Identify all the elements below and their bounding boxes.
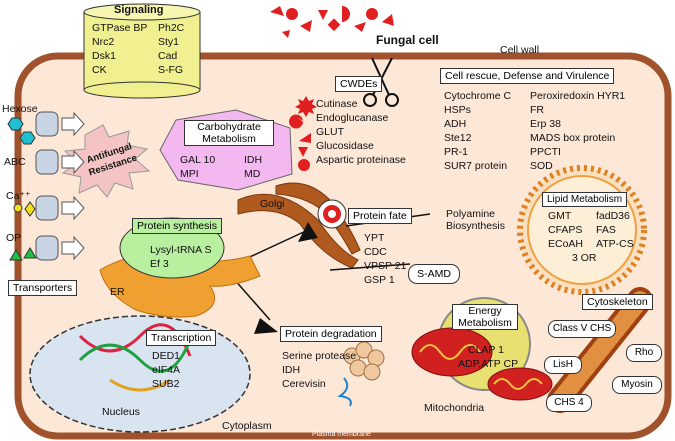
transcription-item: DED1 <box>152 350 181 362</box>
cytoskeleton-item: Rho <box>626 344 662 362</box>
cwde-item: Aspartic proteinase <box>316 154 406 166</box>
carb-title: Carbohydrate <box>197 121 261 133</box>
lipid-item: CFAPS <box>548 224 583 236</box>
energy-title: Energy <box>468 305 502 317</box>
nucleus-label: Nucleus <box>102 406 140 418</box>
energy-title: Metabolism <box>458 317 512 329</box>
lipid-item: ECoAH <box>548 238 584 250</box>
signaling-title: Signaling <box>114 4 164 16</box>
signaling-cylinder <box>83 3 201 99</box>
carb-item: IDH <box>244 154 263 166</box>
protein-fate-item: YPT <box>364 232 385 244</box>
energy-item: ADP,ATP CP <box>458 358 519 370</box>
energy-title-box: Energy Metabolism <box>452 304 518 330</box>
protein-deg-item: IDH <box>282 364 301 376</box>
er-label: ER <box>110 286 125 298</box>
protein-synthesis-title: Protein synthesis <box>132 218 222 234</box>
peptide-chain <box>337 377 352 407</box>
lipid-item: fadD36 <box>596 210 630 222</box>
protein-synthesis-item: Lysyl-tRNA S <box>150 244 212 256</box>
protein-deg-item: Cerevisin <box>282 378 326 390</box>
lipid-item: GMT <box>548 210 572 222</box>
signaling-item: GTPase BP <box>92 22 148 34</box>
proteasome-icon <box>343 341 385 381</box>
transporters-title: Transporters <box>8 280 78 296</box>
rescue-item: MADS box protein <box>530 132 616 144</box>
golgi-label: Golgi <box>260 198 285 210</box>
cytoplasm-label: Cytoplasm <box>222 420 272 432</box>
rescue-item: SUR7 protein <box>444 160 508 172</box>
transcription-item: eIF4A <box>152 364 181 376</box>
protein-fate-item: GSP 1 <box>364 274 395 286</box>
signaling-item: Cad <box>158 50 178 62</box>
lipid-item: ATP-CS <box>596 238 634 250</box>
rescue-item: PR-1 <box>444 146 468 158</box>
signaling-item: Ph2C <box>158 22 185 34</box>
cytoskeleton-item: Class V CHS <box>548 320 616 338</box>
transcription-item: SUB2 <box>152 378 180 390</box>
cwdes-title: CWDEs <box>335 76 383 92</box>
cwde-item: GLUT <box>316 126 345 138</box>
nucleus-ellipse <box>29 315 251 433</box>
mitochondria-label: Mitochondria <box>424 402 485 414</box>
cwde-icons <box>289 96 317 171</box>
rescue-item: Cytochrome C <box>444 90 512 102</box>
cwde-item: Glucosidase <box>316 140 374 152</box>
lipid-item: FAS <box>596 224 616 236</box>
rescue-item: FR <box>530 104 544 116</box>
carb-item: MD <box>244 168 261 180</box>
polyamine-label: Biosynthesis <box>446 220 505 232</box>
samd-label: S-AMD <box>408 264 460 284</box>
rescue-item: ADH <box>444 118 467 130</box>
transcription-title: Transcription <box>146 330 217 346</box>
cytoskeleton-item: Myosin <box>612 376 662 394</box>
transporters-icons <box>35 111 85 261</box>
signaling-item: S-FG <box>158 64 184 76</box>
cwde-item: Endoglucanase <box>316 112 389 124</box>
rescue-item: HSPs <box>444 104 471 116</box>
mitochondria-shape <box>411 327 553 401</box>
carb-item: GAL 10 <box>180 154 216 166</box>
protein-synthesis-item: Ef 3 <box>150 258 169 270</box>
polyamine-label: Polyamine <box>446 208 496 220</box>
signaling-item: Dsk1 <box>92 50 116 62</box>
page-title: Fungal cell <box>376 33 439 47</box>
rescue-item: Ste12 <box>444 132 472 144</box>
arrow-head-degradation <box>254 318 278 334</box>
arrow-head-fate <box>298 222 318 242</box>
carb-title: Metabolism <box>202 133 256 145</box>
rescue-item: SOD <box>530 160 553 172</box>
protein-fate-title: Protein fate <box>348 208 412 224</box>
transporter-label: ABC <box>4 156 26 168</box>
rescue-item: PPCTI <box>530 146 561 158</box>
carb-title-box: Carbohydrate Metabolism <box>184 120 274 146</box>
protein-deg-title: Protein degradation <box>280 326 382 342</box>
lipid-title: Lipid Metabolism <box>542 192 628 207</box>
transporter-label: OP <box>6 232 22 244</box>
cwde-item: Cutinase <box>316 98 358 110</box>
rescue-title: Cell rescue, Defense and Virulence <box>440 68 615 84</box>
cytoskeleton-item: LisH <box>544 356 582 374</box>
rescue-item: Peroxiredoxin HYR1 <box>530 90 626 102</box>
signaling-item: Nrc2 <box>92 36 115 48</box>
carb-item: MPI <box>180 168 199 180</box>
cell-wall-fragments <box>270 6 394 38</box>
protein-fate-item: CDC <box>364 246 387 258</box>
transporter-label: Ca⁺⁺ <box>6 190 31 202</box>
signaling-item: CK <box>92 64 107 76</box>
protein-deg-item: Serine protease <box>282 350 357 362</box>
cell-wall-label: Cell wall <box>500 44 540 56</box>
cytoskeleton-title: Cytoskeleton <box>582 294 653 310</box>
signaling-item: Sty1 <box>158 36 180 48</box>
protein-fate-item: VPSP 21 <box>364 260 407 272</box>
plasma-membrane-label: Plasma membrane <box>312 431 371 438</box>
transporter-label: Hexose <box>2 103 38 115</box>
target-icon <box>317 199 347 229</box>
lipid-item: 3 OR <box>572 252 597 264</box>
transporter-ligands <box>7 117 37 261</box>
energy-item: CLAP 1 <box>468 344 504 356</box>
rescue-item: Erp 38 <box>530 118 561 130</box>
cytoskeleton-fiber <box>547 287 653 413</box>
cytoskeleton-item: CHS 4 <box>546 394 592 412</box>
